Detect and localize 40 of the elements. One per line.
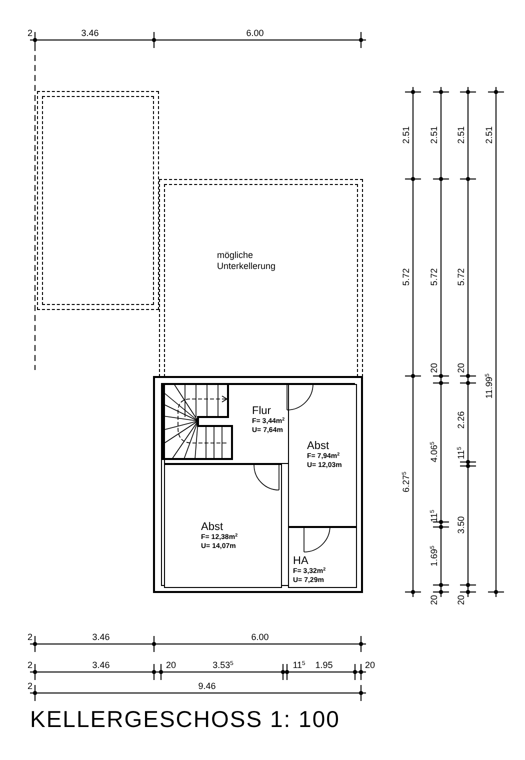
dimension-value: 3.50 xyxy=(456,516,466,534)
dimension-value: 2 xyxy=(28,681,32,691)
area-note: mögliche Unterkellerung xyxy=(217,250,277,272)
room-name: Abst xyxy=(201,521,224,533)
dimension-value: 3.46 xyxy=(81,28,99,38)
dimension-value: 2 xyxy=(28,28,32,38)
dimension-value: 20 xyxy=(365,660,375,670)
dimension-value: 2.51 xyxy=(429,126,439,144)
dimension-value: 2 xyxy=(28,660,32,670)
dimension-value: 5.72 xyxy=(429,268,439,286)
room-name: Abst xyxy=(307,440,330,452)
room-name: Flur xyxy=(252,405,271,417)
dimension-value: 20 xyxy=(429,595,439,605)
dimension-value: 5.72 xyxy=(456,268,466,286)
dimension-value: 20 xyxy=(166,660,176,670)
drawing-title: KELLERGESCHOSS 1: 100 xyxy=(30,706,340,733)
dimension-value: 11$^{5}$ xyxy=(292,660,306,670)
dashed-area-outline xyxy=(37,91,159,310)
dimension-value: 3.46 xyxy=(92,632,110,642)
basement-wall-outline xyxy=(153,376,363,593)
room-name: HA xyxy=(293,555,308,567)
dimension-value: 20 xyxy=(429,363,439,373)
room xyxy=(288,527,357,588)
dashed-area-outline xyxy=(159,179,363,377)
dimension-value: 20 xyxy=(456,595,466,605)
dimension-value: 5.72 xyxy=(401,268,411,286)
room xyxy=(164,464,282,588)
dimension-value: 6.00 xyxy=(251,632,269,642)
dimension-value: 2 xyxy=(28,632,32,642)
dimension-value: 9.46 xyxy=(198,681,216,691)
dimension-value: 1.95 xyxy=(315,660,333,670)
dimension-value: 6.00 xyxy=(246,28,264,38)
dimension-value: 3.46 xyxy=(92,660,110,670)
dimension-value: 2.51 xyxy=(401,126,411,144)
dimension-value: 2.51 xyxy=(456,126,466,144)
dimension-value: 2.51 xyxy=(484,126,494,144)
dimension-value: 2.26 xyxy=(456,411,466,429)
room xyxy=(288,384,357,527)
dimension-value: 3.53$^{5}$ xyxy=(212,660,234,670)
dimension-value: 20 xyxy=(456,363,466,373)
